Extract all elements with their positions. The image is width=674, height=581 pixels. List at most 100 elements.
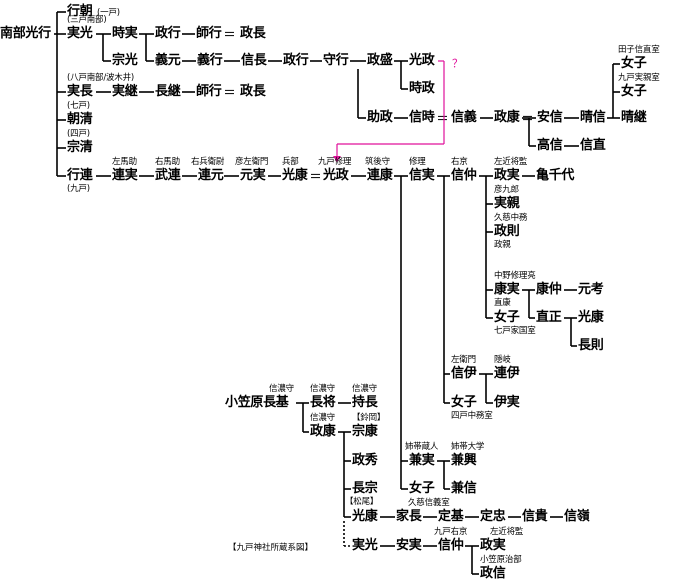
person-name: 義行: [197, 53, 223, 68]
person-name: 光康: [578, 310, 604, 325]
person-name: 政行: [155, 26, 181, 41]
person-name: 信直: [580, 138, 606, 153]
source-note: 【九戸神社所蔵系図】: [228, 543, 314, 553]
person-name: 信仲: [451, 168, 477, 183]
person-name: 信伊: [451, 366, 477, 381]
person-annotation: 左近将監: [490, 527, 524, 537]
person-name: 康仲: [536, 282, 562, 297]
person-name: 政長: [240, 26, 266, 41]
person-annotation: 右兵衛尉: [191, 157, 225, 167]
person-name: 連伊: [494, 366, 520, 381]
person-name: 政盛: [367, 53, 393, 68]
person-annotation: 右京: [451, 157, 468, 167]
person-name: 持長: [352, 395, 378, 410]
person-name: 伊実: [494, 395, 520, 410]
person-name: 晴継: [621, 110, 647, 125]
person-name: 実継: [112, 84, 138, 99]
person-annotation: (四戸): [67, 129, 90, 139]
person-name: 兼信: [451, 481, 477, 496]
person-name: 元実: [240, 168, 266, 183]
person-annotation: 修理: [409, 157, 426, 167]
person-annotation: 左近将監: [494, 157, 528, 167]
arrow-head: [333, 156, 341, 162]
person-name: 南部光行: [0, 26, 51, 41]
person-name: 師行: [196, 84, 222, 99]
person-annotation: 【松尾】: [345, 497, 379, 507]
person-annotation: 九戸修理: [318, 157, 352, 167]
person-name: 宗康: [352, 424, 378, 439]
person-name: 実光: [352, 538, 378, 553]
person-annotation: 筑後守: [365, 157, 390, 167]
person-name: 時実: [112, 26, 138, 41]
person-name: 兼実: [409, 453, 435, 468]
person-name: 連実: [112, 168, 138, 183]
person-name: 武連: [155, 168, 181, 183]
person-name: 女子: [451, 395, 477, 410]
person-name: 実親: [494, 196, 520, 211]
person-name: 安信: [537, 110, 563, 125]
person-annotation: 姉帯蔵人: [405, 442, 439, 452]
person-name: 信時: [409, 110, 435, 125]
person-name: 信仲: [438, 538, 464, 553]
person-name: 光政: [409, 53, 435, 68]
person-annotation: 九戸実親室: [618, 73, 660, 83]
person-name: 亀千代: [536, 168, 575, 183]
person-name: 時政: [409, 81, 435, 96]
person-annotation: 信濃守: [352, 384, 377, 394]
person-name: 晴信: [580, 110, 606, 125]
person-annotation: 政親: [494, 240, 511, 250]
person-annotation: (八戸南部/波木井): [67, 73, 134, 83]
person-name: 安実: [396, 538, 422, 553]
person-name: 行連: [67, 168, 93, 183]
person-name: 高信: [537, 138, 563, 153]
person-name: 政則: [494, 224, 520, 239]
person-name: 長宗: [352, 481, 378, 496]
person-annotation: (九戸): [67, 184, 90, 194]
person-name: 女子: [621, 84, 647, 99]
person-name: 政実: [480, 538, 506, 553]
person-annotation: 久慈中務: [494, 213, 528, 223]
person-name: 守行: [323, 53, 349, 68]
person-annotation: 信濃守: [310, 413, 335, 423]
person-annotation: (三戸南部): [67, 15, 107, 25]
person-annotation: 四戸中務室: [451, 411, 493, 421]
person-annotation: 彦九郎: [494, 185, 519, 195]
person-annotation: 【鈴岡】: [352, 413, 386, 423]
question-mark: ？: [452, 57, 463, 70]
person-annotation: (七戸): [67, 101, 90, 111]
person-name: 朝清: [67, 112, 93, 127]
person-annotation: 九戸右京: [434, 527, 468, 537]
person-name: 康実: [494, 282, 520, 297]
person-name: 直正: [536, 310, 562, 325]
person-name: 行朝: [67, 4, 93, 19]
person-name: 光康: [352, 509, 378, 524]
person-name: 信長: [241, 53, 267, 68]
person-name: 師行: [196, 26, 222, 41]
person-name: 政康: [494, 110, 520, 125]
person-annotation: 左衛門: [451, 355, 476, 365]
person-name: 信義: [451, 110, 477, 125]
person-name: 助政: [367, 110, 393, 125]
person-name: 政実: [494, 168, 520, 183]
person-annotation: 中野修理亮: [494, 271, 536, 281]
person-annotation: 久慈信義室: [408, 498, 450, 508]
person-annotation: (一戸): [97, 8, 120, 18]
person-name: 定基: [438, 509, 464, 524]
person-name: 長則: [578, 338, 604, 353]
person-annotation: 姉帯大学: [451, 442, 485, 452]
person-name: 宗清: [67, 140, 93, 155]
person-name: 光政: [323, 168, 349, 183]
person-name: 元考: [578, 282, 604, 297]
person-name: 政康: [310, 424, 336, 439]
person-annotation: 小笠原治部: [480, 555, 522, 565]
person-name: 実長: [67, 84, 93, 99]
person-annotation: 隠岐: [494, 355, 511, 365]
person-name: 信貴: [522, 509, 548, 524]
person-name: 実光: [67, 26, 93, 41]
person-name: 信実: [409, 168, 435, 183]
person-name: 女子: [494, 310, 520, 325]
person-name: 義元: [155, 53, 181, 68]
person-name: 女子: [621, 56, 647, 71]
